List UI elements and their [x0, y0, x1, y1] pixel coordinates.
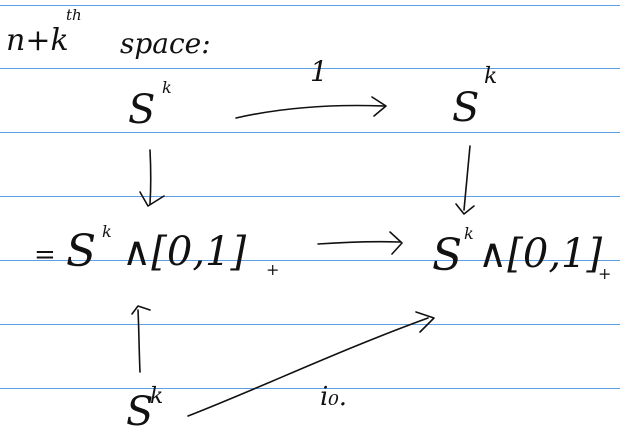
middle-left-prefix: = [34, 240, 56, 270]
bottom-arrow-label: i₀. [320, 382, 348, 412]
middle-left-base: S [66, 226, 97, 277]
ruled-line [0, 132, 620, 133]
middle-right-base: S [432, 230, 463, 281]
middle-right-rest: ∧[0,1] [478, 231, 603, 277]
ruled-line [0, 196, 620, 197]
left-up-arrow [131, 305, 151, 373]
heading-rest: space: [120, 27, 211, 60]
ruled-line [0, 260, 620, 261]
middle-right-sub: + [598, 264, 612, 283]
top-right-exp: k [484, 64, 498, 89]
middle-left-exp: k [102, 222, 112, 241]
middle-left-rest: ∧[0,1] [122, 229, 247, 275]
bottom-left-base: S [126, 389, 154, 435]
ruled-line [0, 388, 620, 389]
ruled-line [0, 324, 620, 325]
middle-right-exp: k [464, 224, 474, 243]
ruled-line [0, 5, 620, 6]
top-horizontal-arrow [235, 96, 387, 119]
diagonal-arrow [187, 311, 435, 417]
top-left-exp: k [162, 78, 172, 97]
middle-left-sub: + [266, 260, 280, 279]
top-right-base: S [452, 85, 480, 131]
top-left-base: S [128, 87, 156, 133]
ruled-line [0, 68, 620, 69]
top-arrow-label: 1 [310, 55, 328, 88]
left-down-arrow [139, 149, 165, 207]
heading-superscript: th [66, 6, 82, 24]
heading-text: n+k [6, 23, 69, 58]
right-down-arrow [455, 145, 475, 215]
bottom-left-exp: k [150, 384, 164, 409]
middle-horizontal-arrow [317, 231, 403, 255]
